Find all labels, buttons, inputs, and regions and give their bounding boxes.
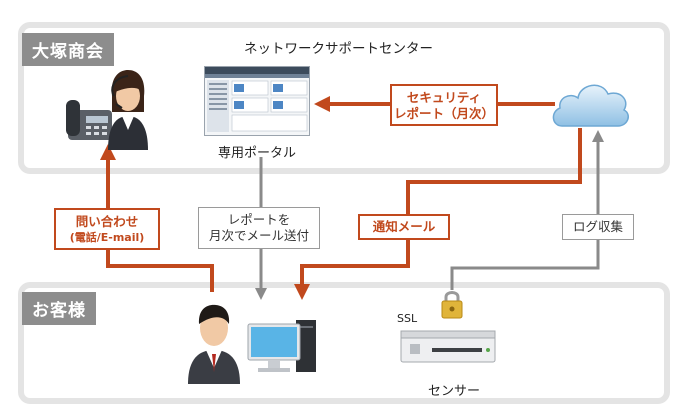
customer-tag: お客様 bbox=[22, 292, 96, 325]
sensor-label: センサー bbox=[428, 384, 481, 399]
cloud-icon bbox=[552, 84, 629, 127]
report-mail-line2: 月次でメール送付 bbox=[208, 228, 309, 243]
padlock-icon bbox=[441, 291, 463, 319]
operator-icon bbox=[108, 70, 148, 150]
report-mail-line1: レポートを bbox=[227, 212, 291, 227]
telephone-icon bbox=[66, 100, 112, 140]
log-collection-label: ログ収集 bbox=[562, 214, 634, 240]
notify-mail-label: 通知メール bbox=[358, 214, 450, 240]
customer-person-icon bbox=[188, 304, 240, 384]
organization-tag: 大塚商会 bbox=[22, 33, 114, 66]
customer-panel bbox=[18, 282, 670, 404]
sensor-device-icon bbox=[400, 330, 496, 363]
ssl-label: SSL bbox=[397, 312, 418, 325]
center-title: ネットワークサポートセンター bbox=[244, 41, 433, 57]
portal-screenshot-icon bbox=[204, 66, 310, 136]
security-report-label: セキュリティ レポート（月次） bbox=[390, 84, 498, 126]
inquiry-line2: (電話/E-mail) bbox=[69, 231, 145, 244]
report-mail-label: レポートを 月次でメール送付 bbox=[198, 207, 320, 249]
inquiry-label: 問い合わせ (電話/E-mail) bbox=[54, 208, 160, 250]
inquiry-line1: 問い合わせ bbox=[75, 214, 139, 229]
log-collection-arrow bbox=[450, 130, 604, 290]
security-report-line2: レポート（月次） bbox=[393, 106, 494, 121]
portal-label: 専用ポータル bbox=[218, 146, 297, 161]
security-report-line1: セキュリティ bbox=[406, 90, 482, 105]
computer-icon bbox=[247, 320, 316, 372]
